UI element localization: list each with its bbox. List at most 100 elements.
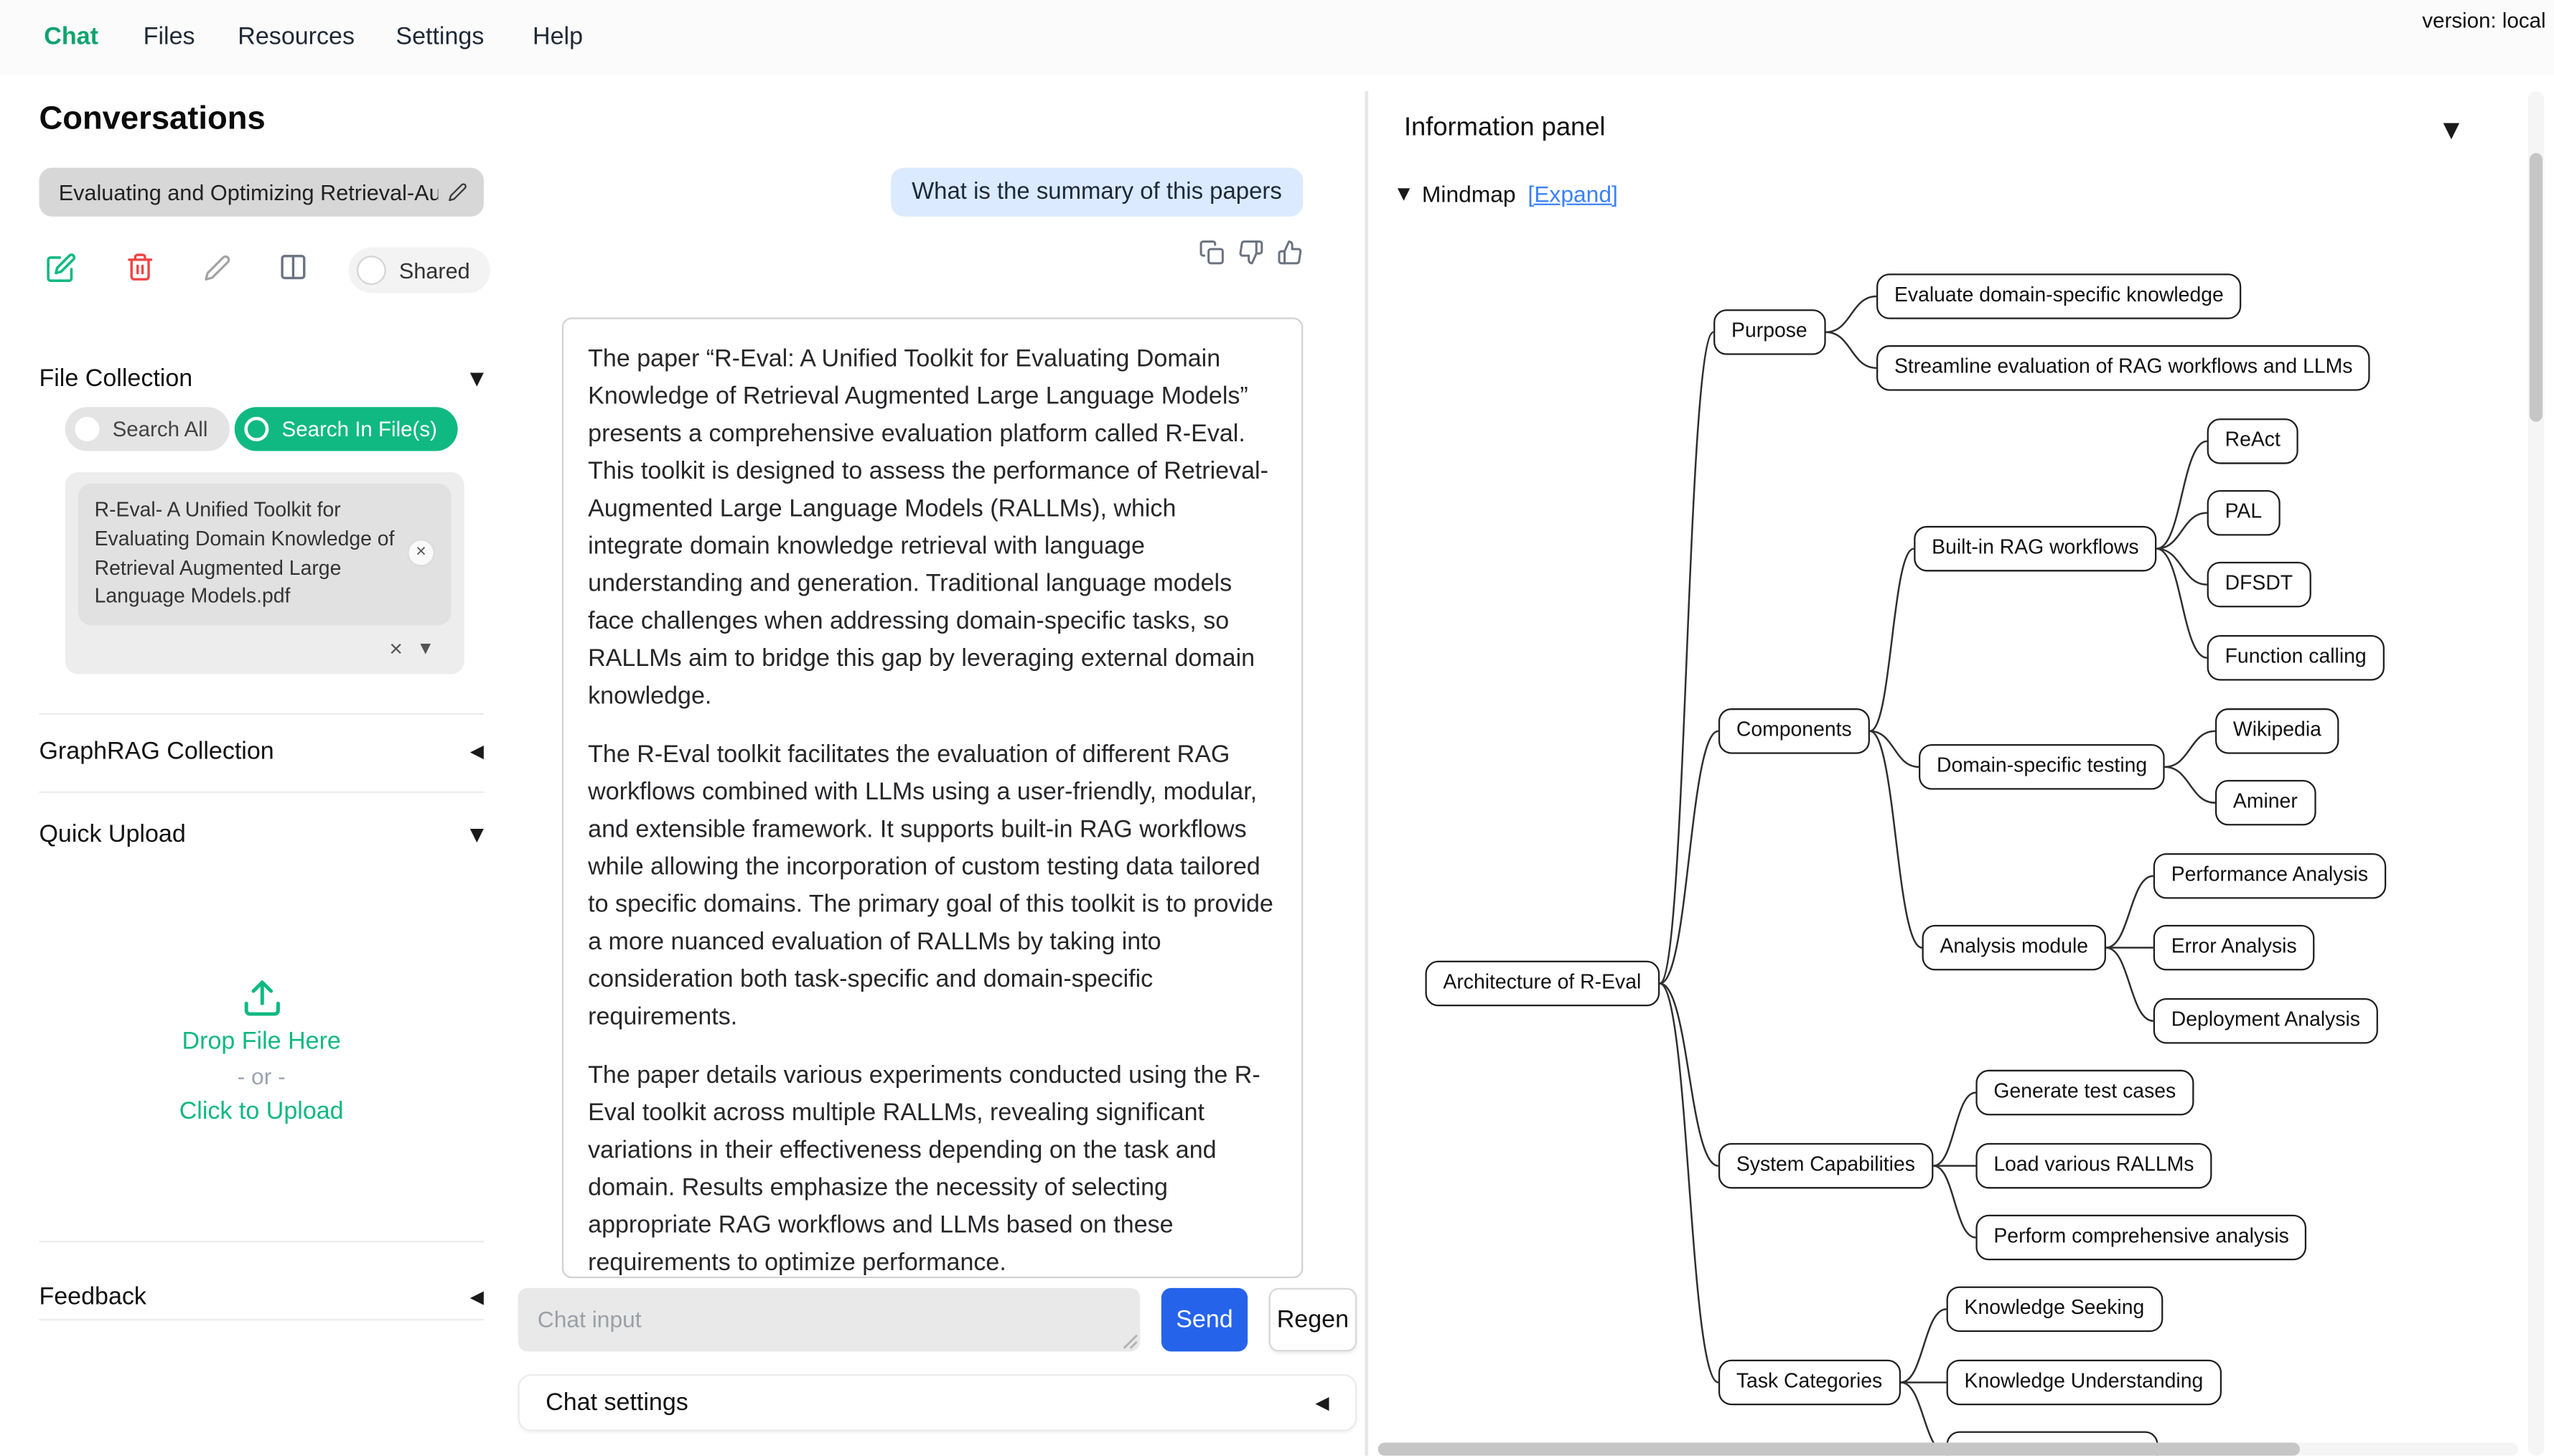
information-panel: Information panel ▼ ▼ Mindmap [Expand] A…: [1377, 91, 2519, 1456]
mindmap-node-perform-comprehensive-analysis: Perform comprehensive analysis: [1975, 1214, 2307, 1260]
feedback-title: Feedback: [39, 1282, 146, 1310]
file-collection-header[interactable]: File Collection ▼: [39, 355, 483, 401]
quick-upload-title: Quick Upload: [39, 819, 186, 848]
mindmap-node-streamline-evaluation: Streamline evaluation of RAG workflows a…: [1876, 345, 2371, 390]
feedback-header[interactable]: Feedback ◀: [39, 1273, 483, 1319]
conversations-title: Conversations: [39, 100, 266, 137]
panel-collapse-icon[interactable]: ▼: [2443, 118, 2460, 144]
search-all-button[interactable]: Search All: [65, 407, 229, 451]
thumbs-down-button[interactable]: [1238, 240, 1264, 266]
mindmap-node-performance-analysis: Performance Analysis: [2153, 853, 2386, 898]
mindmap-expand-link[interactable]: [Expand]: [1528, 180, 1618, 207]
mindmap-node-react: ReAct: [2207, 418, 2298, 464]
mindmap-node-pal: PAL: [2207, 489, 2281, 535]
selected-file-name: R-Eval- A Unified Toolkit for Evaluating…: [94, 498, 395, 608]
panel-splitter[interactable]: [1365, 91, 1369, 1456]
nav-tab-resources[interactable]: Resources: [238, 22, 355, 51]
trash-icon: [126, 253, 155, 282]
radio-off-icon: [75, 416, 100, 441]
divider: [39, 1318, 484, 1321]
mindmap-node-aminer: Aminer: [2214, 779, 2316, 825]
copy-button[interactable]: [1199, 240, 1225, 266]
message-actions: [1199, 240, 1303, 266]
mindmap-node-error-analysis: Error Analysis: [2153, 924, 2315, 970]
mindmap-node-wikipedia: Wikipedia: [2214, 708, 2339, 753]
nav-tab-chat[interactable]: Chat: [44, 22, 98, 51]
regen-button[interactable]: Regen: [1268, 1287, 1357, 1352]
mindmap-node-task-categories: Task Categories: [1718, 1359, 1901, 1405]
user-message-bubble: What is the summary of this papers: [890, 167, 1304, 217]
mindmap-node-purpose: Purpose: [1713, 309, 1825, 354]
mindmap-node-deployment-analysis: Deployment Analysis: [2153, 997, 2378, 1043]
assistant-message: The paper “R-Eval: A Unified Toolkit for…: [561, 317, 1304, 1279]
assistant-paragraph: The R-Eval toolkit facilitates the evalu…: [588, 741, 1273, 1031]
divider: [39, 791, 484, 794]
search-in-files-button[interactable]: Search In File(s): [234, 407, 459, 451]
graphrag-collection-title: GraphRAG Collection: [39, 736, 274, 765]
new-chat-button[interactable]: [46, 253, 77, 283]
mindmap-node-built-in-rag-workflows: Built-in RAG workflows: [1914, 525, 2157, 571]
horizontal-scrollbar[interactable]: [1377, 1442, 2519, 1456]
click-to-upload-link[interactable]: Click to Upload: [179, 1096, 344, 1124]
split-view-button[interactable]: [279, 253, 308, 282]
mindmap-node-components: Components: [1718, 708, 1870, 753]
nav-tab-settings[interactable]: Settings: [396, 22, 485, 51]
resize-handle-icon[interactable]: [1122, 1333, 1138, 1350]
chevron-left-icon: ◀: [469, 1285, 484, 1307]
file-collection-title: File Collection: [39, 364, 193, 392]
nav-tab-help[interactable]: Help: [532, 22, 584, 51]
rename-conversation-button[interactable]: [204, 254, 232, 282]
vertical-scrollbar-thumb[interactable]: [2529, 153, 2543, 422]
selected-files-box: R-Eval- A Unified Toolkit for Evaluating…: [65, 472, 464, 675]
mindmap-node-function-calling: Function calling: [2207, 634, 2385, 680]
chat-settings-header[interactable]: Chat settings ◀: [518, 1374, 1357, 1432]
assistant-paragraph: The paper “R-Eval: A Unified Toolkit for…: [588, 345, 1268, 710]
chat-input[interactable]: [518, 1287, 1141, 1352]
send-button[interactable]: Send: [1161, 1287, 1248, 1352]
mindmap-canvas: Architecture of R-Eval Purpose Evaluate …: [1378, 91, 2518, 1456]
radio-on-icon: [244, 416, 269, 441]
columns-icon: [279, 253, 308, 282]
chevron-left-icon: ◀: [469, 740, 484, 761]
divider: [39, 713, 484, 715]
mindmap-connectors: [1659, 295, 2216, 1454]
mindmap-node-architecture-of-r-eval: Architecture of R-Eval: [1425, 960, 1660, 1006]
or-label: - or -: [237, 1062, 286, 1089]
user-message-text: What is the summary of this papers: [912, 179, 1282, 205]
chevron-left-icon: ◀: [1315, 1392, 1329, 1414]
conversation-item[interactable]: Evaluating and Optimizing Retrieval-Augm: [39, 167, 484, 217]
drop-file-label: Drop File Here: [182, 1026, 341, 1055]
information-panel-title: Information panel: [1403, 113, 1606, 142]
mindmap-node-knowledge-understanding: Knowledge Understanding: [1946, 1359, 2222, 1405]
pencil-icon: [204, 254, 232, 282]
mindmap-node-dfsdt: DFSDT: [2207, 561, 2311, 607]
quick-upload-header[interactable]: Quick Upload ▼: [39, 811, 483, 857]
horizontal-scrollbar-thumb[interactable]: [1377, 1442, 2300, 1456]
shared-toggle-knob: [356, 255, 386, 286]
thumbs-up-button[interactable]: [1277, 240, 1303, 266]
clear-files-icon[interactable]: ×: [389, 634, 403, 662]
vertical-scrollbar[interactable]: [2527, 91, 2545, 1456]
upload-dropzone[interactable]: Drop File Here - or - Click to Upload: [39, 888, 483, 1213]
selected-file-chip[interactable]: R-Eval- A Unified Toolkit for Evaluating…: [78, 483, 452, 626]
remove-file-icon[interactable]: ×: [407, 539, 435, 567]
graphrag-collection-header[interactable]: GraphRAG Collection ◀: [39, 728, 483, 774]
mindmap-node-evaluate-domain-specific-knowledge: Evaluate domain-specific knowledge: [1876, 273, 2242, 319]
mindmap-collapse-icon[interactable]: ▼: [1397, 185, 1411, 204]
mindmap-node-generate-test-cases: Generate test cases: [1975, 1069, 2194, 1115]
file-dropdown-icon[interactable]: ▾: [420, 634, 431, 659]
mindmap-node-system-capabilities: System Capabilities: [1718, 1142, 1933, 1188]
rename-inline-icon[interactable]: [448, 182, 467, 202]
mindmap-label: Mindmap: [1421, 180, 1516, 207]
mindmap-node-analysis-module: Analysis module: [1922, 924, 2106, 970]
chevron-down-icon: ▼: [469, 367, 484, 389]
compose-icon: [46, 253, 77, 283]
chat-settings-title: Chat settings: [546, 1389, 688, 1417]
shared-label: Shared: [398, 258, 470, 283]
version-label: version: local: [2422, 8, 2546, 33]
delete-conversation-button[interactable]: [126, 253, 155, 282]
top-nav: Chat Files Resources Settings Help versi…: [0, 0, 2554, 75]
shared-toggle[interactable]: Shared: [348, 247, 490, 293]
nav-tab-files[interactable]: Files: [143, 22, 195, 51]
